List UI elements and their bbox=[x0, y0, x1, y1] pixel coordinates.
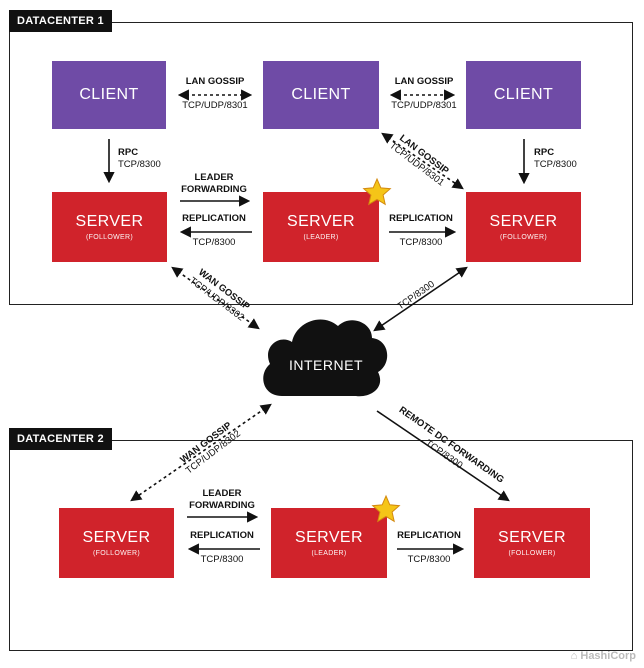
hashicorp-logo: ⌂ HashiCorp bbox=[571, 650, 636, 662]
dc2-replication-label-right: REPLICATION TCP/8300 bbox=[394, 530, 464, 565]
wan-gossip-arrow-dc1 bbox=[171, 266, 260, 330]
lan-gossip-port: TCP/UDP/8301 bbox=[391, 100, 457, 111]
replication-port: TCP/8300 bbox=[407, 554, 451, 565]
server-label: SERVER bbox=[287, 213, 355, 230]
client-node-1: CLIENT bbox=[52, 61, 166, 129]
leader-star-icon bbox=[362, 177, 392, 206]
dc2-server-follower-right: SERVER (FOLLOWER) bbox=[474, 508, 590, 578]
hashicorp-logo-text: HashiCorp bbox=[580, 650, 636, 662]
datacenter-2-box bbox=[9, 440, 633, 651]
client-node-3: CLIENT bbox=[466, 61, 581, 129]
lan-gossip-title: LAN GOSSIP bbox=[394, 76, 454, 87]
rpc-port: TCP/8300 bbox=[534, 159, 577, 170]
rpc-label-left: RPC TCP/8300 bbox=[118, 147, 161, 171]
internet-cloud-icon bbox=[263, 319, 388, 397]
forwarding-title-1: LEADER bbox=[194, 172, 234, 183]
server-label: SERVER bbox=[295, 529, 363, 546]
leader-star-icon bbox=[371, 494, 401, 523]
server-label: SERVER bbox=[82, 529, 151, 546]
rpc-label-right: RPC TCP/8300 bbox=[534, 147, 577, 171]
rpc-port: TCP/8300 bbox=[118, 159, 161, 170]
client-label: CLIENT bbox=[493, 86, 554, 103]
internet-tcp-arrow bbox=[373, 266, 468, 332]
forwarding-title-2: FORWARDING bbox=[181, 184, 247, 195]
lan-gossip-label-1: LAN GOSSIP TCP/UDP/8301 bbox=[179, 76, 251, 111]
replication-title: REPLICATION bbox=[182, 213, 246, 224]
dc1-server-leader: SERVER (LEADER) bbox=[263, 192, 379, 262]
datacenter-1-tag: DATACENTER 1 bbox=[9, 10, 112, 32]
client-node-2: CLIENT bbox=[263, 61, 379, 129]
rpc-title: RPC bbox=[118, 147, 139, 158]
forwarding-title-2: FORWARDING bbox=[189, 500, 255, 511]
server-role: (LEADER) bbox=[303, 234, 339, 241]
replication-title: REPLICATION bbox=[397, 530, 461, 541]
lan-gossip-port: TCP/UDP/8301 bbox=[182, 100, 248, 111]
remote-dc-forwarding-arrow bbox=[376, 410, 510, 502]
server-label: SERVER bbox=[498, 529, 566, 546]
dc2-replication-label-left: REPLICATION TCP/8300 bbox=[186, 530, 258, 565]
dc1-server-follower-right: SERVER (FOLLOWER) bbox=[466, 192, 581, 262]
server-label: SERVER bbox=[489, 213, 558, 230]
server-label: SERVER bbox=[75, 213, 144, 230]
client-label: CLIENT bbox=[79, 86, 139, 103]
dc1-replication-label-left: REPLICATION TCP/8300 bbox=[178, 213, 250, 248]
datacenter-2-tag: DATACENTER 2 bbox=[9, 428, 112, 450]
replication-port: TCP/8300 bbox=[399, 237, 443, 248]
forwarding-title-1: LEADER bbox=[202, 488, 242, 499]
dc2-server-leader: SERVER (LEADER) bbox=[271, 508, 387, 578]
server-role: (FOLLOWER) bbox=[508, 550, 556, 557]
dc1-server-follower-left: SERVER (FOLLOWER) bbox=[52, 192, 167, 262]
rpc-title: RPC bbox=[534, 147, 555, 158]
replication-port: TCP/8300 bbox=[192, 237, 236, 248]
internet-label: INTERNET bbox=[289, 357, 363, 373]
lan-gossip-title: LAN GOSSIP bbox=[185, 76, 245, 87]
dc1-replication-label-right: REPLICATION TCP/8300 bbox=[386, 213, 456, 248]
dc2-leader-forwarding-label: LEADER FORWARDING bbox=[186, 488, 258, 512]
dc1-leader-forwarding-label: LEADER FORWARDING bbox=[178, 172, 250, 196]
replication-title: REPLICATION bbox=[190, 530, 254, 541]
server-role: (FOLLOWER) bbox=[500, 234, 547, 241]
replication-title: REPLICATION bbox=[389, 213, 453, 224]
lan-gossip-label-2: LAN GOSSIP TCP/UDP/8301 bbox=[388, 76, 460, 111]
replication-port: TCP/8300 bbox=[200, 554, 244, 565]
server-role: (FOLLOWER) bbox=[93, 550, 140, 557]
client-label: CLIENT bbox=[291, 86, 351, 103]
server-role: (FOLLOWER) bbox=[86, 234, 133, 241]
dc2-server-follower-left: SERVER (FOLLOWER) bbox=[59, 508, 174, 578]
wan-gossip-arrow-dc2 bbox=[130, 403, 272, 502]
hashicorp-logo-icon: ⌂ bbox=[570, 650, 578, 662]
datacenter-1-box bbox=[9, 22, 633, 305]
lan-gossip-arrow-diagonal bbox=[381, 132, 464, 190]
server-role: (LEADER) bbox=[311, 550, 347, 557]
